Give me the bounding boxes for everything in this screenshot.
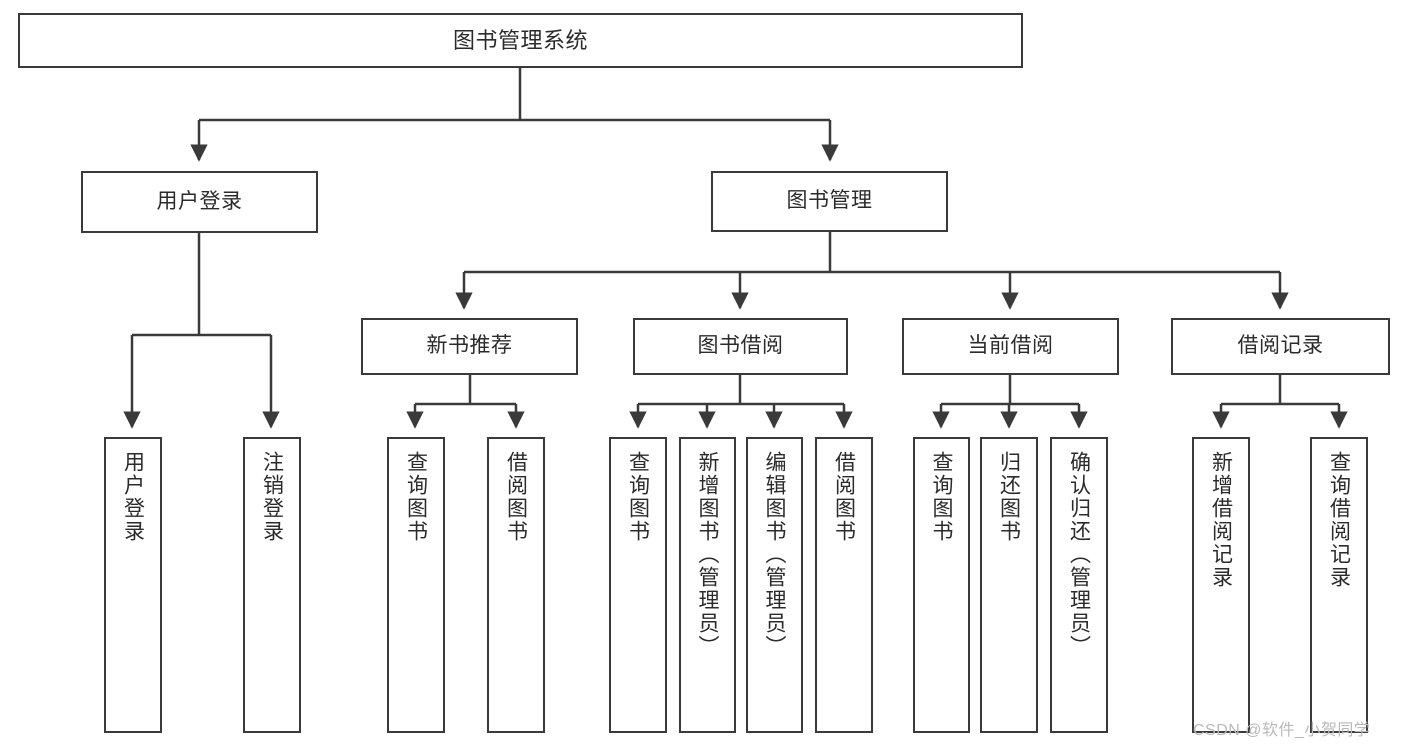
leaf-add-borrow-record[interactable]: 新增借阅记录 <box>1192 437 1250 733</box>
node-label: 借阅记录 <box>1237 334 1324 358</box>
leaf-query-book-recommend[interactable]: 查询图书 <box>387 437 445 733</box>
node-label: 确认归还（管理员） <box>1067 451 1091 658</box>
leaf-borrow-book-borrow[interactable]: 借阅图书 <box>815 437 873 733</box>
node-label: 注销登录 <box>260 451 284 543</box>
csdn-watermark: CSDN @软件_小贺同学 <box>1193 722 1371 739</box>
leaf-query-book-borrow[interactable]: 查询图书 <box>609 437 667 733</box>
node-label: 借阅图书 <box>832 451 856 543</box>
node-label: 图书管理系统 <box>452 27 588 53</box>
leaf-user-login[interactable]: 用户登录 <box>104 437 162 733</box>
leaf-return-book[interactable]: 归还图书 <box>980 437 1038 733</box>
node-label: 编辑图书（管理员） <box>763 451 786 658</box>
node-label: 用户登录 <box>121 451 145 543</box>
node-label: 归还图书 <box>997 451 1021 543</box>
leaf-logout-login[interactable]: 注销登录 <box>243 437 301 733</box>
leaf-confirm-return-admin[interactable]: 确认归还（管理员） <box>1050 437 1108 733</box>
node-root-system[interactable]: 图书管理系统 <box>18 13 1023 68</box>
node-label: 图书借阅 <box>697 334 784 358</box>
leaf-query-book-current[interactable]: 查询图书 <box>913 437 970 733</box>
node-book-borrow[interactable]: 图书借阅 <box>633 318 848 375</box>
node-label: 新增图书（管理员） <box>696 451 719 658</box>
node-label: 查询借阅记录 <box>1327 451 1351 589</box>
node-label: 图书管理 <box>786 189 873 213</box>
leaf-add-book-admin[interactable]: 新增图书（管理员） <box>679 437 736 733</box>
node-new-book-recommend[interactable]: 新书推荐 <box>361 318 578 375</box>
node-label: 借阅图书 <box>504 451 528 543</box>
node-user-login[interactable]: 用户登录 <box>81 171 318 233</box>
node-borrow-record[interactable]: 借阅记录 <box>1171 318 1390 375</box>
leaf-query-borrow-record[interactable]: 查询借阅记录 <box>1310 437 1368 733</box>
node-label: 用户登录 <box>156 189 243 213</box>
leaf-borrow-book-recommend[interactable]: 借阅图书 <box>487 437 545 733</box>
leaf-edit-book-admin[interactable]: 编辑图书（管理员） <box>746 437 803 733</box>
node-current-borrow[interactable]: 当前借阅 <box>902 318 1119 375</box>
node-label: 查询图书 <box>930 451 953 543</box>
node-label: 查询图书 <box>404 451 428 543</box>
node-label: 当前借阅 <box>967 334 1054 358</box>
node-label: 新书推荐 <box>426 334 513 358</box>
node-label: 查询图书 <box>626 451 650 543</box>
node-label: 新增借阅记录 <box>1209 451 1233 589</box>
node-book-manage[interactable]: 图书管理 <box>711 171 948 232</box>
